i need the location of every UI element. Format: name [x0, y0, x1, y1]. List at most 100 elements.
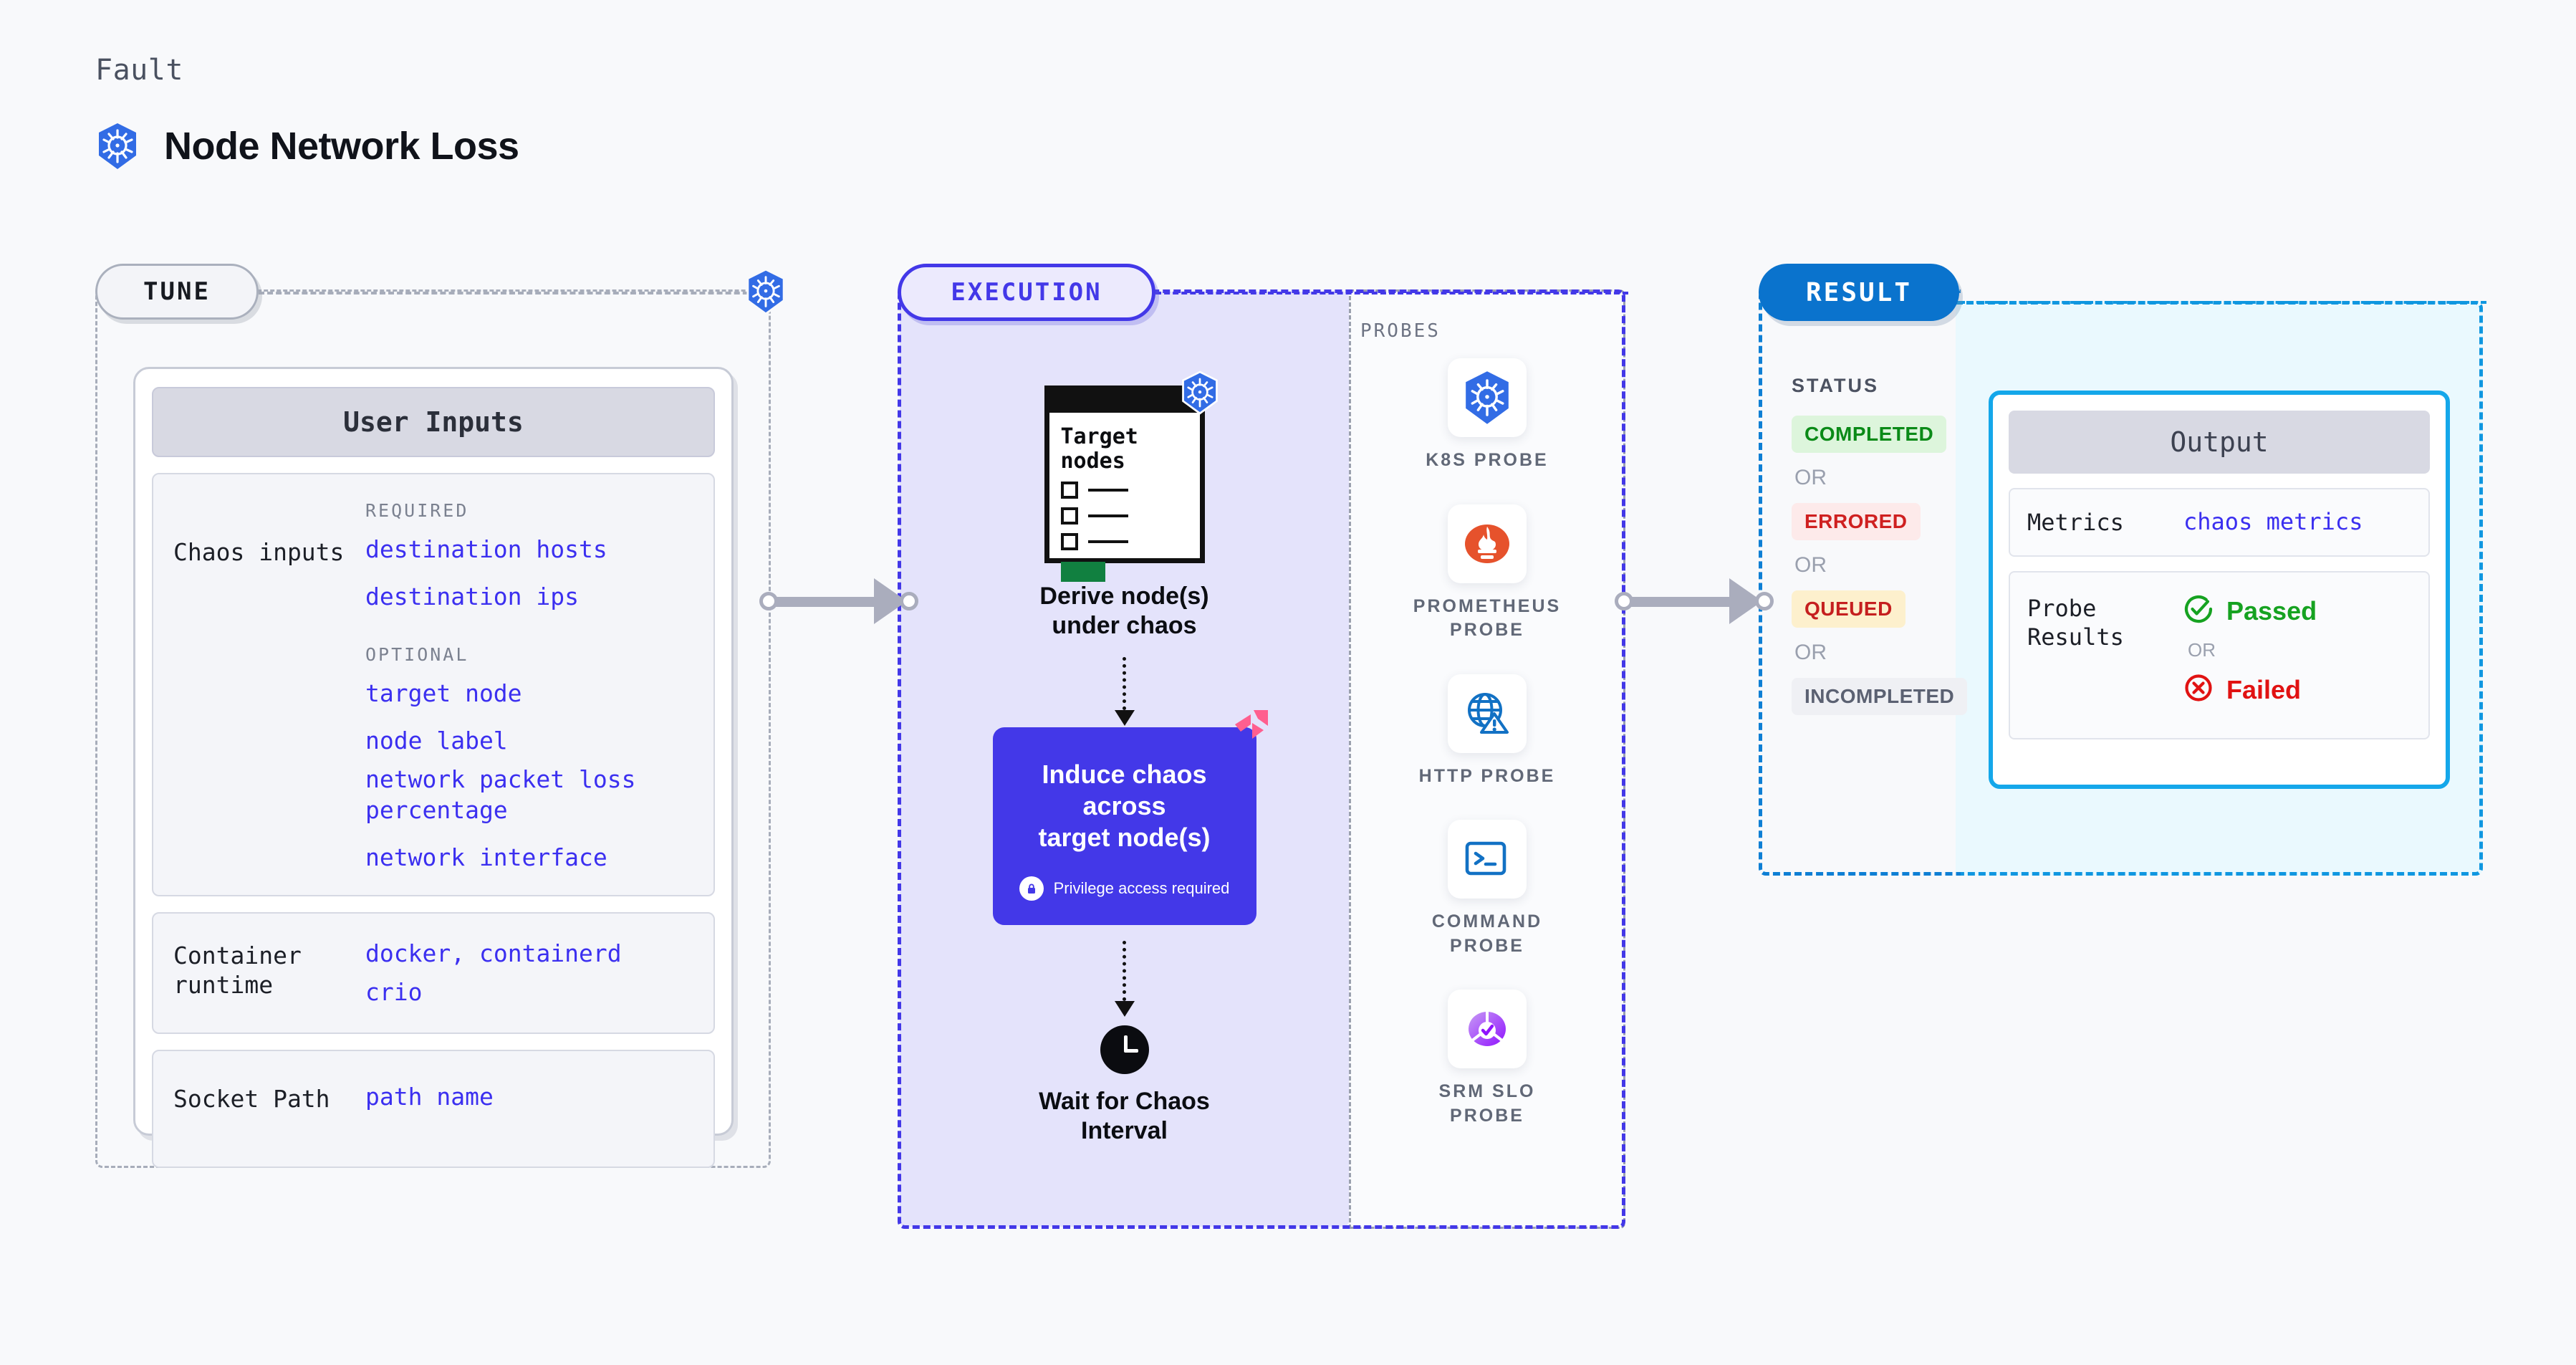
chaos-inputs-key: Chaos inputs [173, 538, 345, 566]
page-title: Node Network Loss [164, 125, 519, 168]
kubernetes-icon [1448, 358, 1527, 437]
input-network-packet-loss-percentage[interactable]: network packet loss percentage [365, 765, 636, 825]
flow-arrowhead-2 [1114, 1000, 1135, 1017]
probe-label: HTTP PROBE [1418, 765, 1556, 786]
list-line [1087, 540, 1128, 544]
output-probe-results-row: Probe Results Passed OR [2009, 571, 2430, 739]
status-badge-errored: ERRORED [1792, 503, 1921, 540]
or-separator: OR [1794, 641, 1827, 664]
list-line [1087, 489, 1128, 492]
prometheus-icon [1448, 504, 1527, 583]
socket-path-value[interactable]: path name [365, 1082, 494, 1111]
probe-results-key: Probe Results [2027, 595, 2124, 651]
probe-result-passed: Passed [2183, 594, 2317, 628]
connector-execution-to-result [1615, 578, 1779, 624]
user-inputs-card: User Inputs Chaos inputs REQUIRED destin… [133, 367, 734, 1169]
probe-srm-slo[interactable]: SRM SLO PROBE [1401, 990, 1573, 1128]
induce-chaos-title: Induce chaos across target node(s) [1038, 759, 1211, 852]
container-runtime-section: Container runtime docker, containerd cri… [152, 912, 715, 1034]
stage-pill-result[interactable]: RESULT [1759, 264, 1959, 321]
input-destination-hosts[interactable]: destination hosts [365, 535, 607, 563]
probe-http[interactable]: HTTP PROBE [1401, 674, 1573, 789]
or-separator: OR [1794, 466, 1827, 489]
execution-flow: Target nodes Derive node(s) under chaos … [900, 292, 1349, 1227]
step-derive-nodes-caption: Derive node(s) under chaos [1039, 583, 1209, 640]
step-wait-caption: Wait for Chaos Interval [1039, 1087, 1210, 1145]
execution-leader-line [1155, 292, 1628, 294]
runtime-docker[interactable]: docker [365, 939, 451, 968]
x-circle-icon [2183, 673, 2214, 707]
output-metrics-row: Metrics chaos metrics [2009, 488, 2430, 557]
checkbox-icon [1060, 482, 1078, 499]
globe-alert-icon [1448, 674, 1527, 753]
list-line [1087, 514, 1128, 518]
tune-leader-line [259, 292, 774, 294]
input-network-interface[interactable]: network interface [365, 843, 607, 872]
flow-connector-2 [1123, 940, 1126, 1001]
status-heading: STATUS [1792, 375, 1879, 396]
input-target-node[interactable]: target node [365, 679, 522, 707]
page-title-row: Node Network Loss [95, 122, 519, 171]
or-separator: OR [1794, 553, 1827, 577]
litmus-chaos-icon [1232, 707, 1271, 747]
clock-icon [1100, 1025, 1149, 1074]
output-title: Output [2009, 411, 2430, 474]
probe-result-failed: Failed [2183, 673, 2317, 707]
fault-kicker: Fault [95, 54, 183, 87]
output-card: Output Metrics chaos metrics Probe Resul… [1989, 391, 2450, 789]
user-inputs-title: User Inputs [152, 387, 715, 457]
kubernetes-icon [1180, 370, 1220, 418]
chaos-inputs-section: Chaos inputs REQUIRED destination hosts … [152, 473, 715, 897]
container-runtime-key: Container runtime [173, 942, 302, 1000]
check-circle-icon [2183, 594, 2214, 628]
target-nodes-title: Target nodes [1060, 424, 1138, 474]
metrics-value[interactable]: chaos metrics [2183, 508, 2363, 535]
checkbox-icon [1060, 507, 1078, 525]
runtime-crio[interactable]: crio [365, 978, 423, 1006]
required-label: REQUIRED [365, 500, 469, 521]
socket-path-key: Socket Path [173, 1084, 330, 1113]
probe-k8s[interactable]: K8S PROBE [1401, 358, 1573, 473]
checkbox-icon [1060, 533, 1078, 551]
probes-heading: PROBES [1360, 320, 1441, 342]
status-options: COMPLETED OR ERRORED OR QUEUED OR INCOMP… [1792, 416, 1968, 715]
probe-label: SRM SLO PROBE [1438, 1081, 1536, 1126]
probe-command[interactable]: COMMAND PROBE [1401, 820, 1573, 958]
input-node-label[interactable]: node label [365, 726, 508, 755]
optional-label: OPTIONAL [365, 643, 469, 665]
card-titlebar [1044, 385, 1205, 413]
checkbox-row [1060, 533, 1200, 551]
kubernetes-icon [95, 122, 140, 171]
probe-label: K8S PROBE [1426, 450, 1549, 470]
socket-path-section: Socket Path path name [152, 1049, 715, 1169]
metrics-key: Metrics [2027, 509, 2124, 536]
runtime-containerd[interactable]: containerd [479, 939, 622, 968]
stage-pill-tune[interactable]: TUNE [95, 264, 259, 320]
input-destination-ips[interactable]: destination ips [365, 582, 580, 610]
result-leader-line [1959, 301, 2486, 304]
flow-connector-1 [1123, 656, 1126, 710]
terminal-icon [1448, 820, 1527, 899]
checkbox-row [1060, 507, 1200, 525]
probe-label: COMMAND PROBE [1431, 911, 1543, 956]
connector-tune-to-execution [759, 578, 924, 624]
status-badge-incompleted: INCOMPLETED [1792, 678, 1968, 715]
green-bar-icon [1060, 562, 1105, 583]
failed-label: Failed [2226, 674, 2302, 704]
probe-prometheus[interactable]: PROMETHEUS PROBE [1401, 504, 1573, 643]
kubernetes-icon [744, 268, 787, 319]
probes-panel [1349, 289, 1625, 1229]
privilege-note-text: Privilege access required [1053, 878, 1230, 897]
stage-pill-execution[interactable]: EXECUTION [898, 264, 1155, 321]
target-nodes-card: Target nodes [1044, 370, 1218, 583]
flow-arrowhead-1 [1114, 709, 1135, 726]
induce-chaos-box: Induce chaos across target node(s) Privi… [992, 709, 1268, 925]
status-badge-completed: COMPLETED [1792, 416, 1947, 453]
privilege-note: Privilege access required [1014, 876, 1235, 901]
or-separator: OR [2188, 639, 2216, 661]
probe-label: PROMETHEUS PROBE [1413, 595, 1562, 641]
execution-stage-panel [898, 289, 1625, 1229]
passed-label: Passed [2226, 595, 2317, 626]
lock-icon [1019, 876, 1044, 901]
